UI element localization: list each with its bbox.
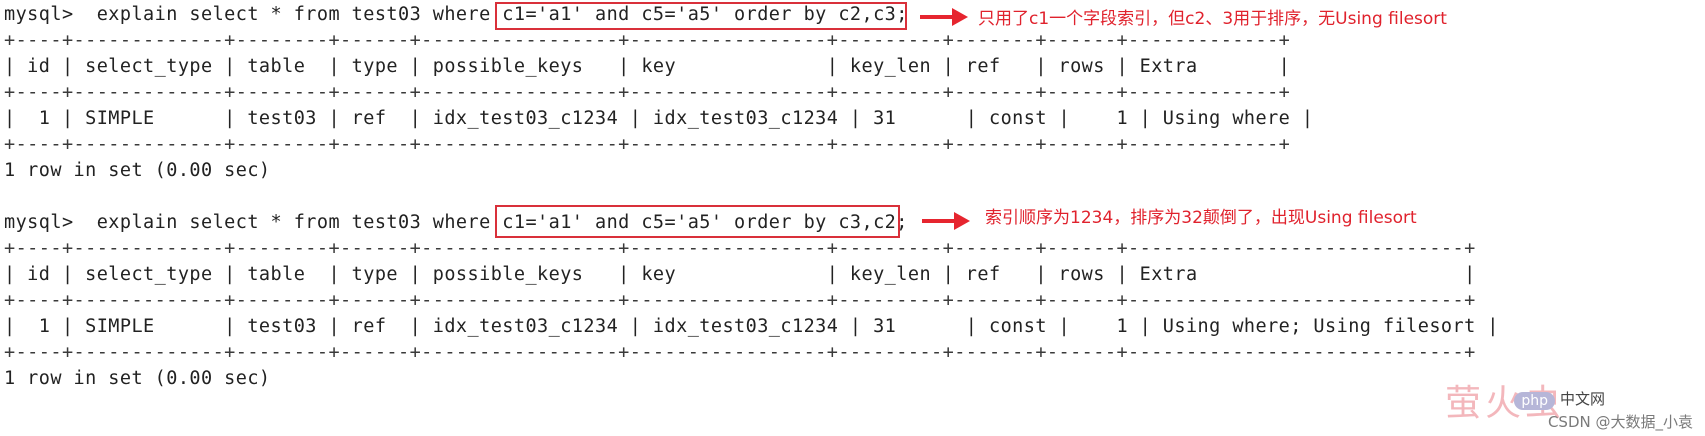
- result-footer-2: 1 row in set (0.00 sec): [4, 368, 271, 389]
- annotation-note-1: 只用了c1一个字段索引，但c2、3用于排序，无Using filesort: [978, 9, 1447, 29]
- highlight-box-1: [495, 2, 907, 30]
- arrow-right-icon-2: [922, 212, 970, 230]
- watermark-csdn: CSDN @大数据_小袁: [1547, 413, 1693, 431]
- table-header-1: | id | select_type | table | type | poss…: [4, 56, 1291, 77]
- watermark-php-badge: php: [1514, 392, 1555, 410]
- sql-prompt-1: mysql> explain select * from test03 wher…: [4, 4, 908, 25]
- table-border-mid-1: +----+-------------+--------+------+----…: [4, 82, 1291, 103]
- table-border-mid-2: +----+-------------+--------+------+----…: [4, 290, 1476, 311]
- result-footer-1: 1 row in set (0.00 sec): [4, 160, 271, 181]
- table-row-2: | 1 | SIMPLE | test03 | ref | idx_test03…: [4, 316, 1499, 337]
- sql-prompt-2: mysql> explain select * from test03 wher…: [4, 212, 908, 233]
- arrow-right-icon-1: [920, 8, 968, 26]
- table-border-top-1: +----+-------------+--------+------+----…: [4, 30, 1291, 51]
- highlight-box-2: [495, 205, 900, 238]
- table-header-2: | id | select_type | table | type | poss…: [4, 264, 1476, 285]
- table-border-bottom-1: +----+-------------+--------+------+----…: [4, 134, 1291, 155]
- table-row-1: | 1 | SIMPLE | test03 | ref | idx_test03…: [4, 108, 1314, 129]
- table-border-bottom-2: +----+-------------+--------+------+----…: [4, 342, 1476, 363]
- watermark-cn-text: 中文网: [1559, 390, 1605, 408]
- table-border-top-2: +----+-------------+--------+------+----…: [4, 238, 1476, 259]
- annotation-note-2: 索引顺序为1234，排序为32颠倒了，出现Using filesort: [985, 208, 1417, 228]
